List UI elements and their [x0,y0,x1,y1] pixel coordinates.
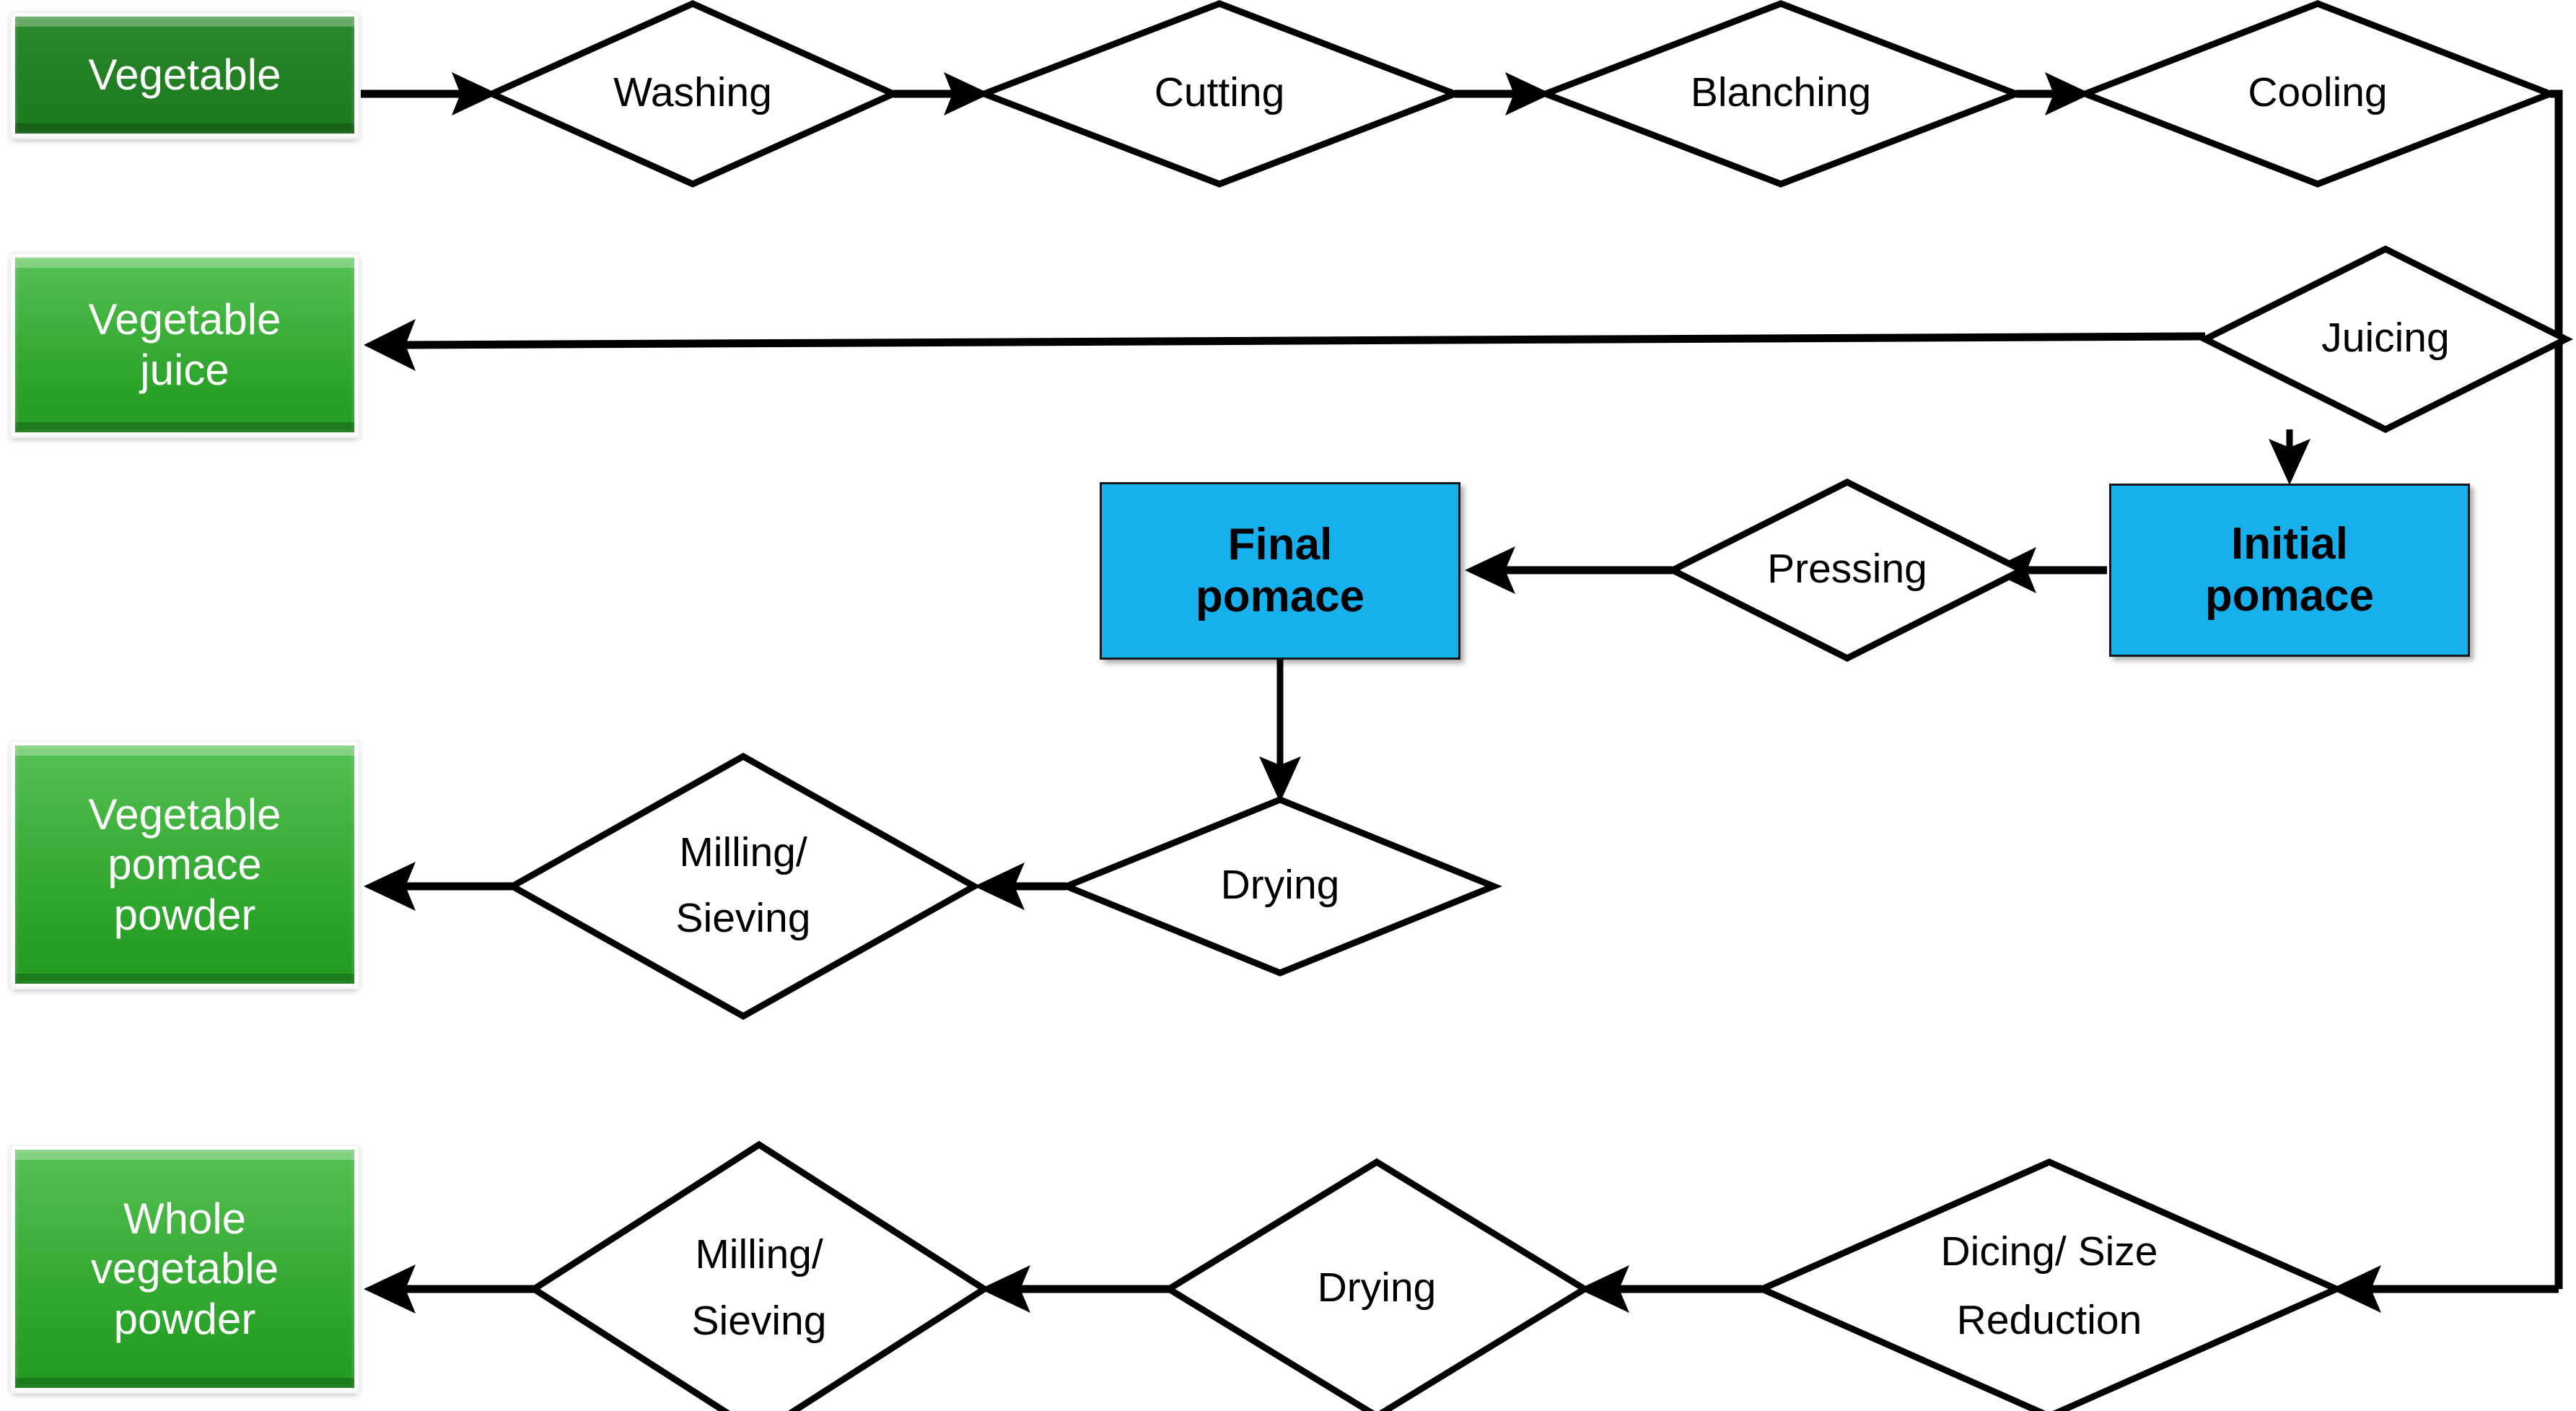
process-milling-sieving-whole-label-line1: Milling/ [695,1231,823,1277]
edge-vegetable-to-washing [361,72,498,115]
process-dicing-size-reduction-label-line1: Dicing/ Size [1941,1228,2158,1275]
process-drying-whole[interactable]: Drying [1162,1158,1591,1411]
node-whole-vegetable-powder[interactable]: Whole vegetable powder [9,1144,360,1394]
process-milling-sieving-whole-label-line2: Sieving [692,1298,827,1344]
edge-dicing-to-drying-whole [1579,1265,1762,1313]
edge-drying-to-milling-pomace [974,862,1066,910]
edge-washing-to-cutting [893,72,990,115]
process-juicing-label: Juicing [2321,315,2449,361]
node-whole-vegetable-powder-label: Whole vegetable powder [90,1194,279,1343]
process-drying-pomace[interactable]: Drying [1058,796,1502,977]
process-cooling[interactable]: Cooling [2076,0,2559,188]
process-milling-sieving-whole[interactable]: Milling/ Sieving [527,1140,991,1411]
edge-final-pomace-to-drying [1259,660,1301,803]
node-vegetable-juice[interactable]: Vegetable juice [9,252,360,438]
edge-milling-to-vegetable-pomace-powder [364,862,512,911]
edge-cooling-bus [2550,89,2563,1289]
node-initial-pomace[interactable]: Initial pomace [2109,484,2470,657]
process-milling-sieving-pomace-label-line2: Sieving [676,895,811,941]
process-drying-whole-label: Drying [1318,1264,1437,1311]
process-blanching-label: Blanching [1691,69,1871,115]
edge-cutting-to-blanching [1455,72,1551,115]
process-pressing[interactable]: Pressing [1665,478,2029,663]
node-final-pomace-label: Final pomace [1195,520,1365,621]
process-pressing-label: Pressing [1767,546,1927,592]
edge-juicing-to-vegetable-juice [364,319,2206,371]
process-dicing-size-reduction[interactable]: Dicing/ Size Reduction [1753,1158,2345,1411]
process-washing[interactable]: Washing [484,0,901,188]
edge-pressing-to-final-pomace [1465,546,1673,594]
edge-milling-to-whole-vegetable-powder [364,1264,534,1314]
edge-blanching-to-cooling [2016,72,2091,115]
edge-juicing-to-initial-pomace [2269,429,2310,485]
process-cooling-label: Cooling [2248,69,2387,115]
node-vegetable-pomace-powder-label: Vegetable pomace powder [88,790,281,939]
edge-bus-to-dicing [2331,1265,2559,1313]
node-vegetable-label: Vegetable [88,51,281,100]
process-blanching[interactable]: Blanching [1536,0,2025,188]
node-initial-pomace-label: Initial pomace [2204,519,2375,621]
process-drying-pomace-label: Drying [1221,862,1340,908]
edge-drying-to-milling-whole [980,1265,1169,1313]
process-milling-sieving-pomace-label-line1: Milling/ [679,829,807,875]
process-cutting[interactable]: Cutting [975,0,1464,188]
node-vegetable[interactable]: Vegetable [9,11,360,139]
process-dicing-size-reduction-label-line2: Reduction [1957,1297,2142,1343]
node-vegetable-pomace-powder[interactable]: Vegetable pomace powder [9,740,360,990]
process-washing-label: Washing [613,69,772,115]
node-vegetable-juice-label: Vegetable juice [88,295,281,394]
process-cutting-label: Cutting [1155,69,1285,115]
node-final-pomace[interactable]: Final pomace [1100,482,1460,660]
process-milling-sieving-pomace[interactable]: Milling/ Sieving [505,752,981,1021]
process-juicing[interactable]: Juicing [2197,245,2574,434]
